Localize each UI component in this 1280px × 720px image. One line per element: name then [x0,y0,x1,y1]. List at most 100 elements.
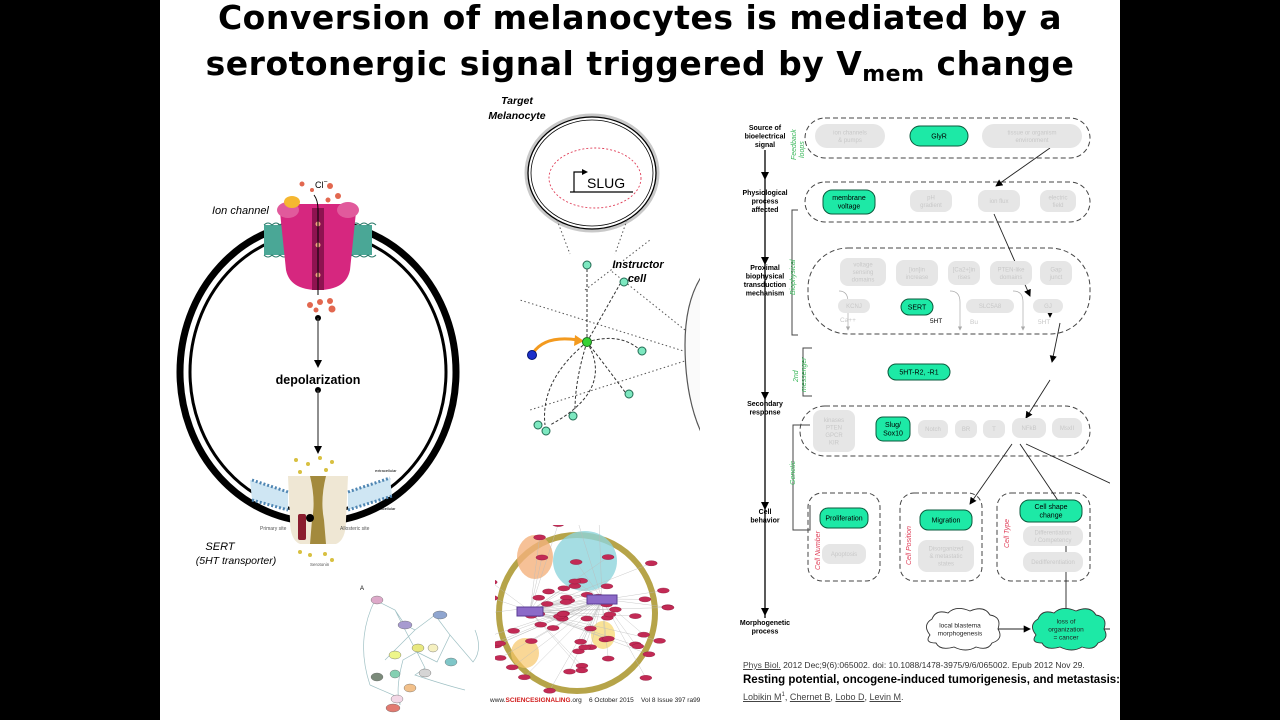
target-cell-center-icon [582,337,592,347]
flow-node-text: states [938,562,954,568]
network-panel-label: A [360,586,364,592]
flow-node-text: GlyR [931,133,947,140]
network-node [568,578,581,585]
flow-node-text: change [1040,513,1063,520]
flow-node-apoptosis: Apoptosis [822,544,866,564]
flow-node-text: MsxII [1060,426,1075,432]
slug-gene-label: SLUG [587,175,625,191]
flow-node-text: gradient [920,203,942,209]
flow-node-text: Cell shape [1034,504,1067,511]
flow-node-text: BR [962,427,971,433]
flow-node-text: Sox10 [883,431,903,438]
instructor-cell-icon [527,350,537,360]
allosteric-site-label: Allosteric site [340,526,370,532]
flow-node-receptor: 5HT-R2, -R1 [887,363,951,381]
flow-node-text: Notch [925,427,941,433]
secondary-group [799,405,1091,457]
flow-node-text: [Ca2+]in [953,267,976,273]
biophysical-label: Biophysical [790,259,797,295]
network-node [600,583,614,590]
depolarization-label: depolarization [276,373,361,387]
citation-title: Resting potential, oncogene-induced tumo… [743,674,1120,686]
flow-cloud-text: morphogenesis [938,631,983,638]
target-label-line-1: Target [501,95,533,107]
melanocyte-cells [533,260,647,436]
network-node [533,534,546,541]
network-node [559,599,573,605]
network-node [541,601,554,607]
network-node [557,585,570,592]
cell-number-group [807,492,881,582]
author-link[interactable]: Chernet B [789,692,831,702]
flow-cloud-text: = cancer [1053,635,1079,642]
network-node [495,640,506,647]
embryo-outline [684,277,700,432]
network-node [574,638,587,645]
depolarization-arrow [314,315,322,454]
flow-node-text: kinases [824,418,844,424]
sert-label: SERT [205,541,235,553]
flow-node-text: Slug/ [885,422,901,429]
flow-node-text: & metastatic [929,554,962,560]
author-link[interactable]: Lobo D [835,692,865,702]
flow-node-t: T [983,420,1005,438]
flow-node-source-right: tissue or organism environment [982,124,1082,148]
target-melanocyte-cell: SLUG [524,113,660,233]
orange-signal-arrow [531,337,579,354]
serotonin-label: Serotonin [310,562,330,567]
flow-node-text: Differentiation [1035,530,1072,536]
author-link[interactable]: Levin M [869,692,901,702]
serotonin-molecules [294,456,334,562]
network-node [578,644,591,651]
flow-node-text: PTEN-like [997,267,1025,273]
network-node [601,554,615,560]
flow-node-differentiation: Differentiation/ Competency [1023,526,1083,546]
flow-node-text: electric [1048,195,1067,201]
slide: Conversion of melanocytes is mediated by… [160,0,1120,720]
citation-journal-link[interactable]: Phys Biol. [743,660,781,670]
flow-node-text: KCNJ [846,304,862,310]
flow-node-nfkb: NFkB [1012,418,1046,438]
network-node [575,667,588,674]
network-node [506,664,519,671]
flow-label-five-ht: 5HT [930,318,942,325]
side-labels: Feedback loops Biophysical 2nd messenger… [790,129,1011,570]
flow-node-text: GPCR [825,433,843,439]
flow-node-text: SERT [908,304,927,311]
extracellular-label: extracellular [375,468,397,473]
network-node [580,615,594,622]
flow-node-text: T [992,427,996,433]
flow-node-text: 5HT-R2, -R1 [899,369,938,376]
author-link[interactable]: Lobikin M [743,692,782,702]
flow-node-notch: Notch [918,420,948,438]
flow-node-text: Apoptosis [831,552,857,558]
ion-channel-label: Ion channel [212,205,269,217]
network-node [572,648,585,655]
cell-position-group [899,492,983,582]
cell-number-label: Cell Number [815,530,822,570]
network-node [570,559,583,565]
flow-cloud-text: local blastema [939,623,981,630]
instructor-label-line-2: cell [628,273,647,285]
flow-node-kcnj: KCNJ [838,299,870,313]
bioelectric-flowchart: Source ofbioelectricalsignalPhysiologica… [740,117,1110,651]
flow-node-text: domains [852,278,875,284]
flow-node-text: tissue or organism [1007,130,1056,136]
citation-reference: Phys Biol. 2012 Dec;9(6):065002. doi: 10… [743,660,1085,670]
flow-node-text: Proliferation [825,515,862,522]
messenger-label-1: 2nd [793,369,800,383]
primary-site-label: Primary site [260,526,287,532]
flow-node-text: junct [1049,275,1063,281]
network-node [556,611,570,617]
flow-node-text: environment [1015,138,1048,144]
flow-node-slug: Slug/Sox10 [875,416,911,442]
network-node [609,606,622,613]
network-node [657,587,670,594]
network-nodes [495,525,675,694]
network-node [602,635,615,642]
